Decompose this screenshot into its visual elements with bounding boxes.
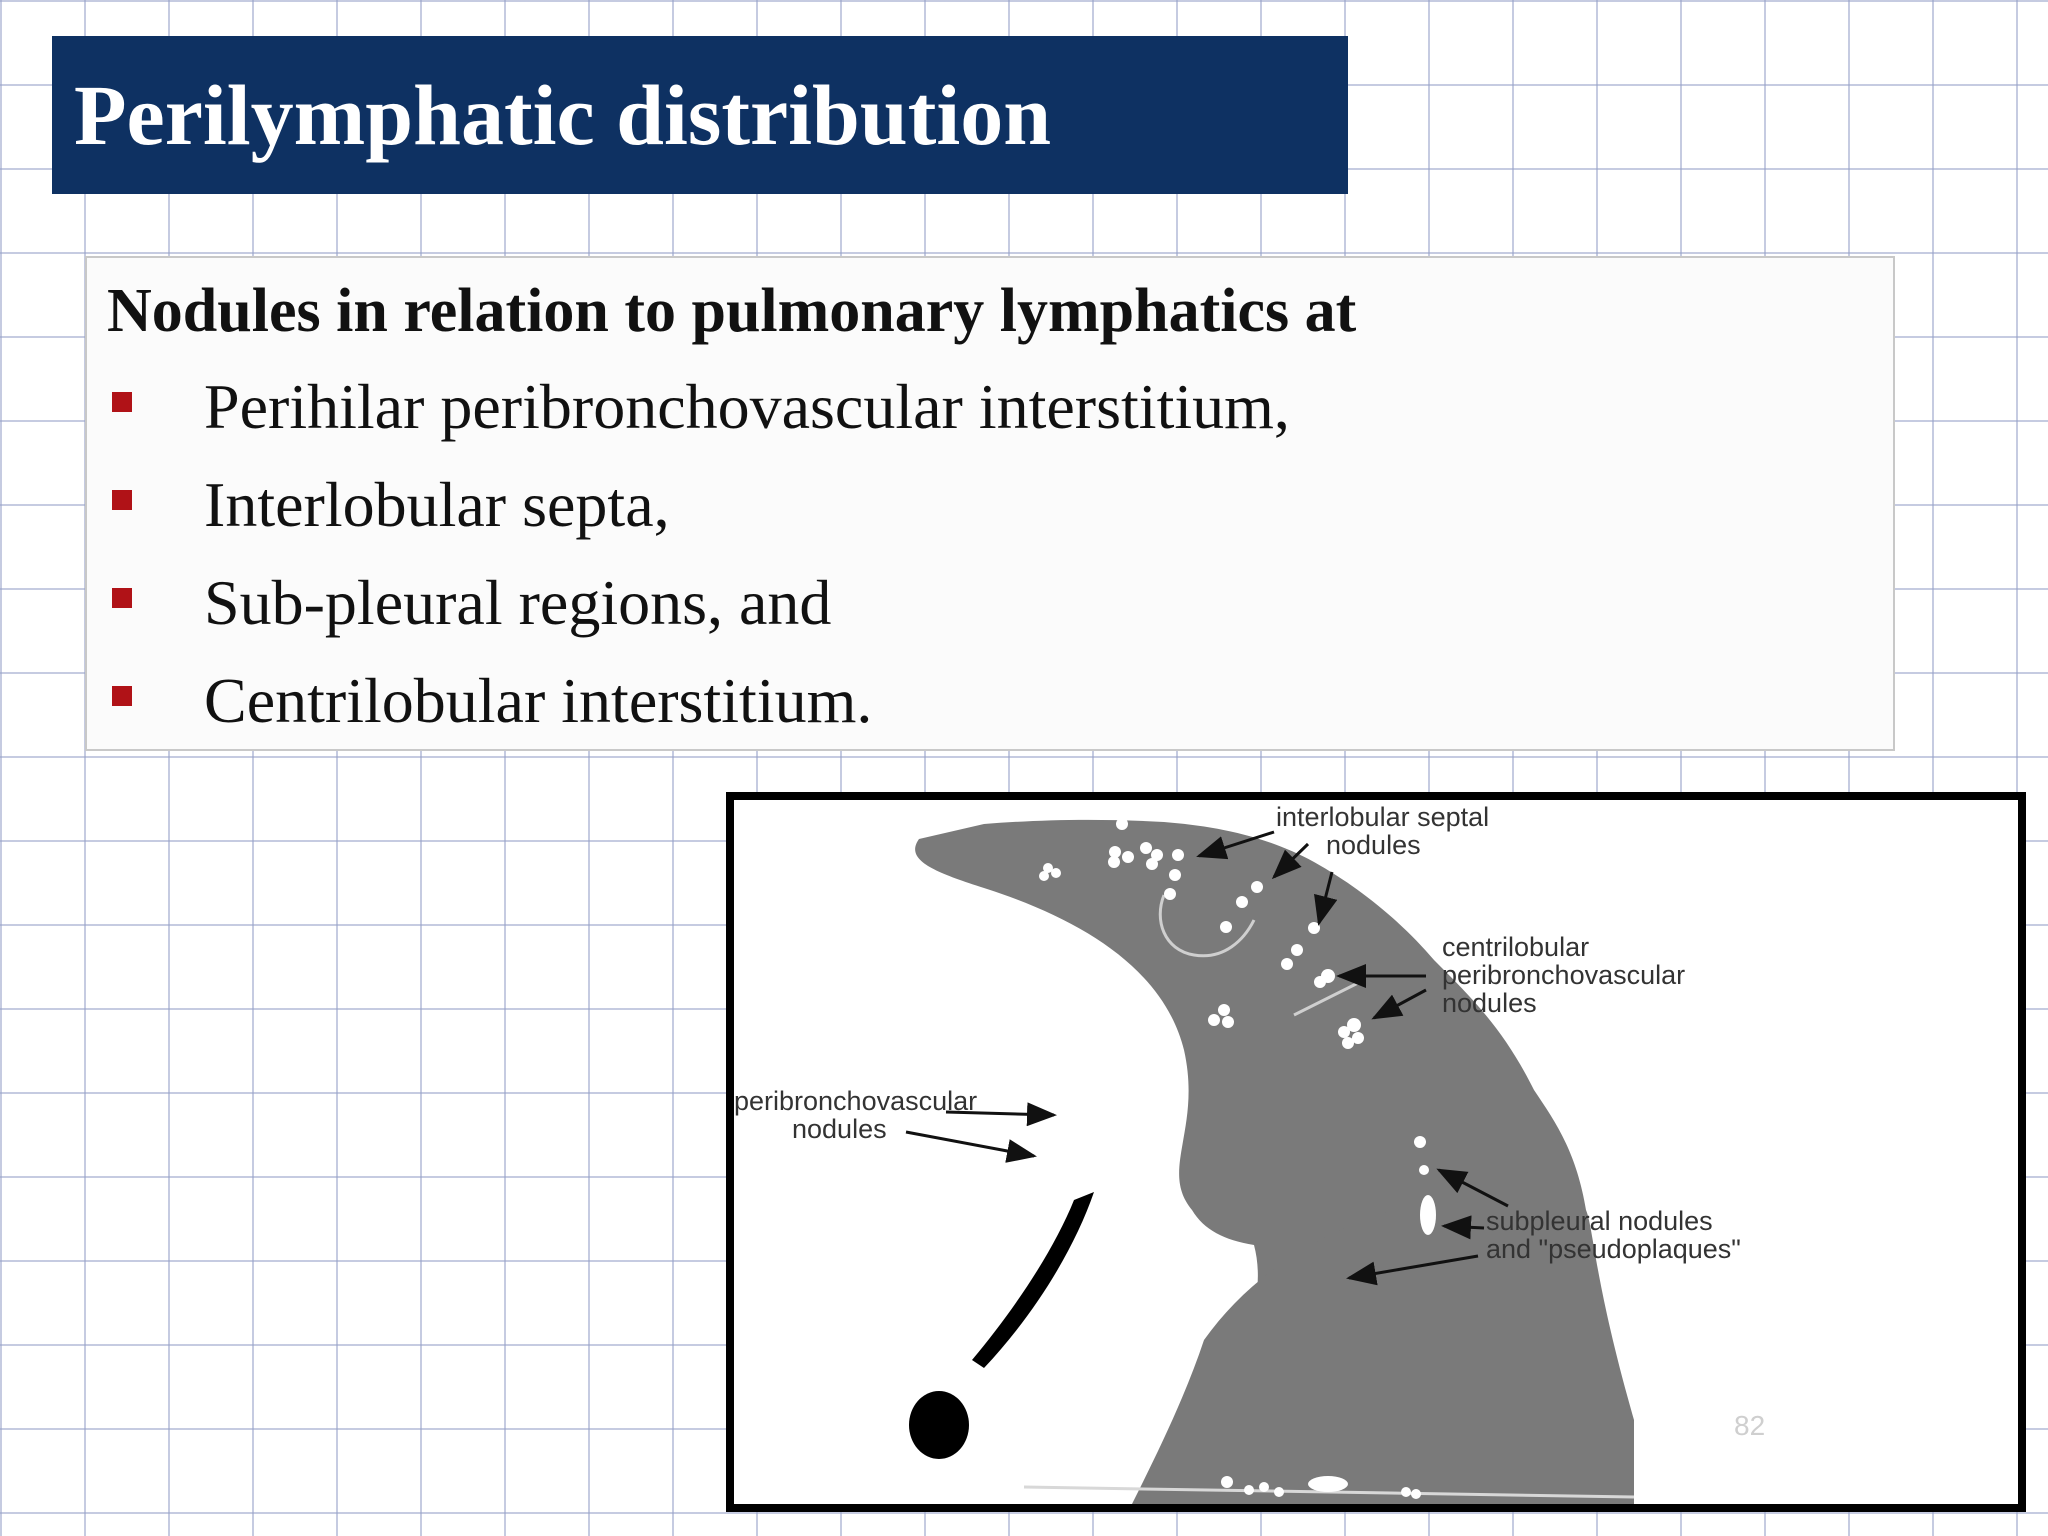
septal-arrow bbox=[1314, 871, 1338, 926]
bullet-text: Interlobular septa, bbox=[204, 469, 670, 540]
content-box: Nodules in relation to pulmonary lymphat… bbox=[85, 256, 1895, 751]
slide-title: Perilymphatic distribution bbox=[74, 67, 1052, 163]
bullet-text: Perihilar peribronchovascular interstiti… bbox=[204, 371, 1290, 442]
label-septal-line1: interlobular septal bbox=[1276, 802, 1489, 832]
label-centri-line2: peribronchovascular bbox=[1442, 960, 1685, 990]
bullet-square-icon bbox=[112, 686, 132, 706]
annotation-arrows bbox=[905, 830, 1509, 1286]
nodules bbox=[968, 800, 1436, 1499]
subpleural-arrow bbox=[1346, 1254, 1479, 1286]
septal-arrow bbox=[1196, 830, 1275, 860]
label-pbv-line1: peribronchovascular bbox=[734, 1086, 977, 1116]
bronchial-wall bbox=[1028, 1198, 1112, 1374]
label-centri-line3: nodules bbox=[1442, 988, 1537, 1018]
bronchus bbox=[972, 1192, 1094, 1368]
label-subpleural-line2: and "pseudoplaques" bbox=[1486, 1234, 1741, 1264]
label-septal-line2: nodules bbox=[1326, 830, 1421, 860]
bullet-square-icon bbox=[112, 490, 132, 510]
lung-diagram: interlobular septal nodules centrilobula… bbox=[734, 800, 1765, 1504]
hilar-vessel bbox=[909, 1391, 969, 1459]
lung-diagram-figure: interlobular septal nodules centrilobula… bbox=[726, 792, 2026, 1512]
pleural-line bbox=[1023, 1485, 1635, 1499]
septum-line bbox=[1158, 894, 1256, 958]
subpleural-arrow bbox=[1436, 1168, 1509, 1208]
subpleural-arrow bbox=[1441, 1215, 1485, 1240]
label-pbv-line2: nodules bbox=[792, 1114, 887, 1144]
bullet-text: Sub-pleural regions, and bbox=[204, 567, 832, 638]
centrilobular-arrow bbox=[1371, 988, 1427, 1020]
septal-arrow bbox=[1271, 842, 1310, 880]
bullet-square-icon bbox=[112, 588, 132, 608]
label-subpleural-line1: subpleural nodules bbox=[1486, 1206, 1713, 1236]
title-bar: Perilymphatic distribution bbox=[52, 36, 1348, 194]
pbv-arrow bbox=[905, 1130, 1037, 1163]
lung-silhouette bbox=[915, 819, 1634, 1504]
bullet-square-icon bbox=[112, 392, 132, 412]
lead-text: Nodules in relation to pulmonary lymphat… bbox=[107, 277, 1357, 345]
page-number: 82 bbox=[1734, 1410, 1765, 1441]
bullet-text: Centrilobular interstitium. bbox=[204, 665, 873, 736]
label-centri-line1: centrilobular bbox=[1442, 932, 1589, 962]
pbv-arrow bbox=[945, 1102, 1057, 1127]
